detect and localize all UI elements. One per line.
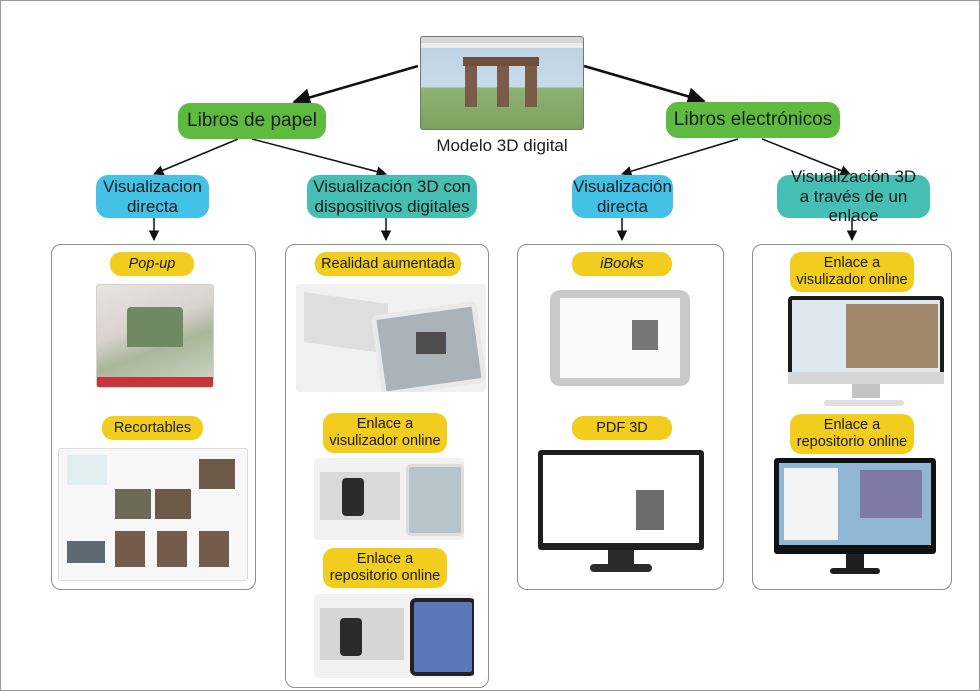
node-ebook-direct-view: Visualización directa xyxy=(572,175,673,218)
cutout-sheet-image xyxy=(58,448,248,581)
cutout-piece-1 xyxy=(115,489,151,519)
window-titlebar xyxy=(421,37,583,43)
arrow-to-ebooks xyxy=(583,64,706,106)
node-paper-device-view: Visualización 3D con dispositivos digita… xyxy=(307,175,477,218)
phone-tablet-repo-image xyxy=(314,594,474,678)
pillar-middle-shape xyxy=(497,63,509,107)
phone-shape xyxy=(342,478,364,516)
node-ebook-link-view: Visualización 3D a través de un enlace xyxy=(777,167,930,225)
phone-shape xyxy=(340,618,362,656)
book-shape xyxy=(320,608,404,660)
model-shape xyxy=(632,320,658,350)
pillar-left-shape xyxy=(465,63,477,107)
popup-book-image xyxy=(96,284,214,388)
label-online-viewer-1: Enlace a visulizador online xyxy=(323,413,447,453)
label-cutouts: Recortables xyxy=(102,416,203,440)
repo-window-shape xyxy=(860,470,922,518)
window-toolbar xyxy=(421,43,583,48)
viewer-window-shape xyxy=(846,304,938,368)
cutout-piece-6 xyxy=(199,531,229,567)
cutout-piece-3 xyxy=(199,459,235,489)
tablet-shape xyxy=(406,464,464,536)
tablet-ar-image xyxy=(296,284,486,392)
monitor-base-shape xyxy=(590,564,652,572)
ipad-screen-shape xyxy=(560,298,680,378)
cutout-piece-4 xyxy=(115,531,145,567)
book-edge-shape xyxy=(97,377,213,387)
sheet-text-block xyxy=(67,455,107,485)
tablet-shape xyxy=(410,598,474,676)
label-pdf3d: PDF 3D xyxy=(572,416,672,440)
arrow-ebooks-to-direct xyxy=(620,138,739,177)
cutout-piece-2 xyxy=(155,489,191,519)
label-online-repository-1: Enlace a repositorio online xyxy=(323,548,447,588)
label-ibooks: iBooks xyxy=(572,252,672,276)
node-paper-books: Libros de papel xyxy=(178,103,326,139)
imac-viewer-image xyxy=(788,296,944,410)
label-online-viewer-2: Enlace a visulizador online xyxy=(790,252,914,292)
ipad-ibooks-image xyxy=(540,286,700,394)
dell-base-shape xyxy=(830,568,880,574)
pillar-right-shape xyxy=(525,63,537,107)
arrow-ebooks-to-link xyxy=(761,138,851,176)
arrow-paper-to-direct xyxy=(153,138,239,176)
popup-gate-shape xyxy=(127,307,183,347)
label-augmented-reality: Realidad aumentada xyxy=(315,252,461,276)
dell-monitor-image xyxy=(774,458,936,576)
gate-model-thumb xyxy=(67,541,105,563)
lintel-shape xyxy=(463,57,539,66)
label-popup: Pop-up xyxy=(110,252,194,276)
monitor-screen-shape xyxy=(543,455,699,543)
arrow-paper-to-devices xyxy=(251,138,388,177)
imac-chin-shape xyxy=(788,372,944,384)
sketchup-screenshot xyxy=(420,36,584,130)
pdf-model-shape xyxy=(636,490,664,530)
monitor-neck-shape xyxy=(608,550,634,564)
monitor-pdf-image xyxy=(538,450,704,578)
model-caption: Modelo 3D digital xyxy=(436,136,568,155)
keyboard-shape xyxy=(824,400,904,406)
ar-model-shape xyxy=(416,332,446,354)
arrow-to-paper-books xyxy=(292,64,419,107)
node-ebooks: Libros electrónicos xyxy=(666,102,840,138)
label-online-repository-2: Enlace a repositorio online xyxy=(790,414,914,454)
dell-neck-shape xyxy=(846,554,864,568)
cutout-piece-5 xyxy=(157,531,187,567)
page-window-shape xyxy=(784,468,838,540)
node-paper-direct-view: Visualizacion directa xyxy=(96,175,209,218)
phone-tablet-image xyxy=(314,458,464,540)
imac-stand-shape xyxy=(852,384,880,398)
